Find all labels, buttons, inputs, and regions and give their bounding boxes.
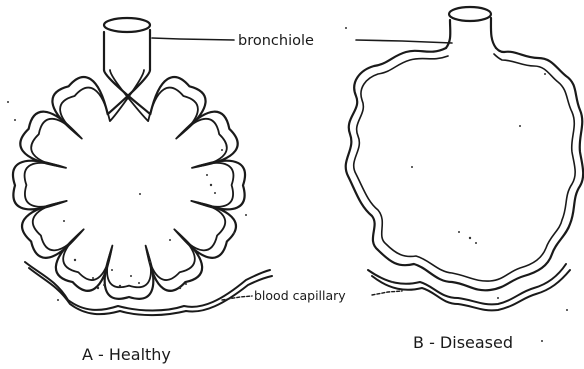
diseased-alveolus-outer-wall <box>346 48 583 290</box>
healthy-capillary-outer <box>25 262 270 311</box>
healthy-stipple <box>7 101 247 301</box>
blood-capillary-label: blood capillary <box>254 288 346 303</box>
bronchiole-leader-line-right <box>356 40 452 43</box>
diseased-capillary-inner <box>372 270 570 310</box>
healthy-label: A - Healthy <box>82 345 171 364</box>
diseased-bronchiole-tube <box>446 18 496 48</box>
diseased-alveolus-inner-wall <box>354 54 575 281</box>
diseased-label: B - Diseased <box>413 333 513 352</box>
bronchiole-leader-line <box>152 38 234 40</box>
healthy-bronchiole-tube <box>104 30 150 70</box>
capillary-leader-line <box>222 296 252 300</box>
bronchiole-label: bronchiole <box>238 33 314 49</box>
healthy-bronchiole-opening <box>104 18 150 32</box>
diseased-bronchiole-opening <box>449 7 491 21</box>
diseased-alveolus <box>345 7 583 342</box>
capillary-leader-line-right <box>372 291 402 295</box>
healthy-alveolus <box>7 18 272 315</box>
